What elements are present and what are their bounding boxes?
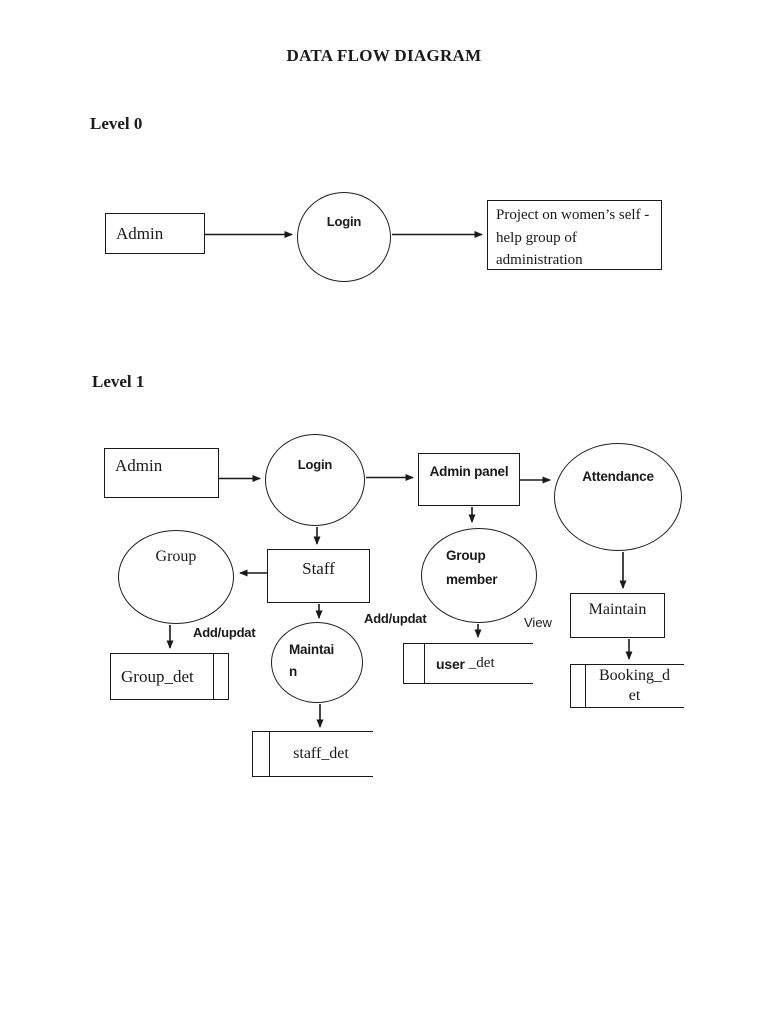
group-det-store: Group_det bbox=[110, 653, 229, 700]
group-label: Group bbox=[155, 548, 197, 565]
label-add-updat-group: Add/updat bbox=[193, 625, 256, 640]
user-det-store-divider bbox=[424, 644, 425, 683]
admin-panel-label: Admin panel bbox=[429, 464, 509, 479]
level0-project-label: Project on women’s self - help group of … bbox=[496, 207, 650, 268]
group-member-line2: member bbox=[446, 571, 498, 587]
group-process: Group bbox=[118, 530, 234, 624]
level1-login-label: Login bbox=[297, 457, 333, 472]
group-member-line1: Group bbox=[446, 548, 486, 563]
user-det-store: user _det bbox=[403, 643, 533, 684]
booking-det-line2: et bbox=[628, 687, 641, 704]
staff-label: Staff bbox=[302, 559, 335, 578]
group-det-label: Group_det bbox=[121, 666, 194, 686]
level1-admin-panel: Admin panel bbox=[418, 453, 520, 506]
attendance-label: Attendance bbox=[582, 469, 654, 484]
level1-login-process: Login bbox=[265, 434, 365, 526]
label-add-updat-staff: Add/updat bbox=[364, 611, 427, 626]
page-title: DATA FLOW DIAGRAM bbox=[286, 46, 482, 65]
group-member-process: Group member bbox=[421, 528, 537, 623]
staff-entity: Staff bbox=[267, 549, 370, 603]
level1-heading: Level 1 bbox=[92, 372, 145, 391]
level1-admin-label: Admin bbox=[115, 456, 163, 475]
label-view: View bbox=[524, 615, 552, 630]
level1-admin-entity: Admin bbox=[104, 448, 219, 498]
booking-det-line1: Booking_d bbox=[598, 667, 671, 684]
level0-project-entity: Project on women’s self - help group of … bbox=[487, 200, 662, 270]
attendance-process: Attendance bbox=[554, 443, 682, 551]
booking-det-store-divider bbox=[585, 665, 586, 707]
level0-heading: Level 0 bbox=[90, 114, 143, 133]
level0-login-process: Login bbox=[297, 192, 391, 282]
group-det-store-divider bbox=[213, 654, 214, 699]
booking-det-store: Booking_d et bbox=[570, 664, 684, 708]
maintain-process: Maintai n bbox=[271, 622, 363, 703]
user-det-label-bold: user bbox=[436, 655, 465, 672]
maintain-circle-line2: n bbox=[289, 664, 298, 680]
level0-admin-entity: Admin bbox=[105, 213, 205, 254]
staff-det-store: staff_det bbox=[252, 731, 373, 777]
maintain-box: Maintain bbox=[570, 593, 665, 638]
maintain-circle-line1: Maintai bbox=[289, 642, 335, 657]
level0-login-label: Login bbox=[326, 214, 362, 229]
staff-det-store-divider bbox=[269, 732, 270, 776]
staff-det-label: staff_det bbox=[293, 745, 349, 762]
maintain-box-label: Maintain bbox=[588, 601, 647, 618]
level0-admin-label: Admin bbox=[116, 223, 164, 243]
user-det-label-serif: _det bbox=[468, 655, 495, 671]
